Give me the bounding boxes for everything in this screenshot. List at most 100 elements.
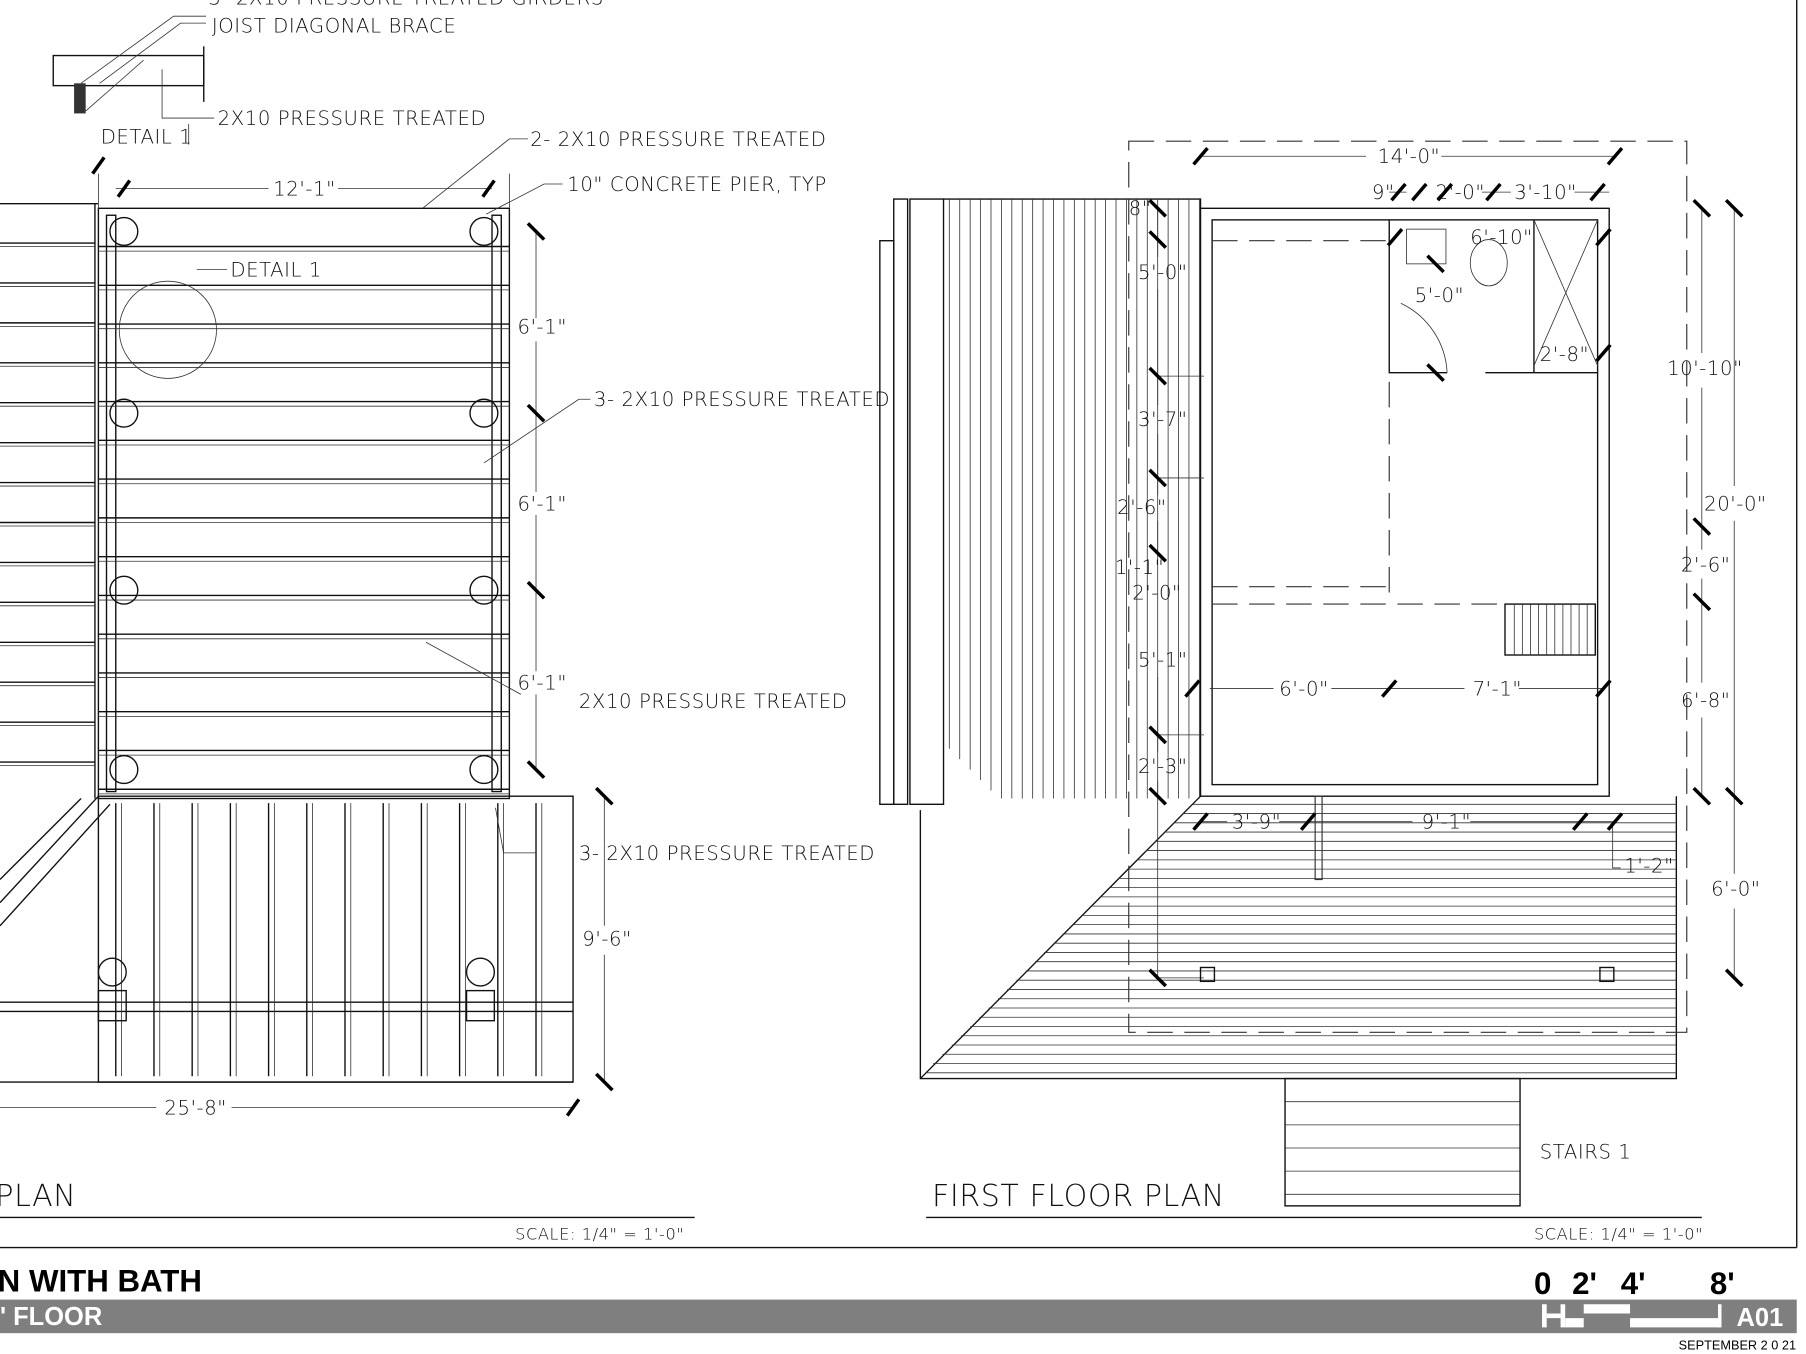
first-floor-dimensions: 14'-0" 9" 2'-0" 3'-10" 8" 6'-10" 5'-0" 5… [1115, 145, 1767, 901]
dim-tick [1192, 812, 1209, 831]
girders-note: 3- 2X10 PRESSURE TREATED GIRDERS [208, 0, 603, 10]
dim: 2'-6" [1681, 554, 1730, 577]
dim: 5'-1" [1138, 649, 1187, 672]
dim-tick [1386, 228, 1404, 247]
sheet-number: A01 [1737, 1304, 1784, 1332]
lower-deck-framing [0, 795, 574, 1083]
double-2x10-note: 2- 2X10 PRESSURE TREATED [530, 128, 826, 151]
diagonal-brace-note: JOIST DIAGONAL BRACE [212, 14, 456, 37]
dim: 6'-0" [1711, 878, 1760, 901]
detail-1-drawing [52, 15, 215, 119]
concrete-piers [97, 216, 499, 1022]
detail-callout: DETAIL 1 [230, 259, 322, 282]
detail-1-callout-circle [118, 280, 217, 379]
dim-tick [1692, 786, 1712, 806]
dim-deck-depth: 9'-6" [582, 927, 631, 950]
dim-overall: 25'-8" [164, 1096, 227, 1119]
dim-tick [1724, 968, 1744, 988]
dim-tick [1184, 679, 1201, 698]
pier-note: 10" CONCRETE PIER, TYP [567, 173, 827, 196]
dim-bay3: 6'-1" [517, 672, 566, 695]
triple-2x10-mid-note: 3- 2X10 PRESSURE TREATED [594, 388, 890, 411]
dim: 9" [1372, 181, 1395, 204]
dim: 1'-2" [1624, 855, 1673, 878]
project-title: N WITH BATH [0, 1264, 202, 1299]
dim-tick [1380, 679, 1398, 698]
dim: 5'-0" [1415, 284, 1464, 307]
porch-posts [1199, 966, 1615, 983]
dim: 3'-9" [1232, 811, 1281, 834]
dim-tick [1148, 366, 1168, 386]
dimension-ticks-left [91, 156, 614, 1117]
porch-deck-boards [926, 199, 1677, 1074]
roof-outline [1128, 140, 1688, 1033]
dim: 3'-7" [1138, 408, 1187, 431]
dim-tick [1589, 182, 1606, 202]
leader-lines [0, 123, 605, 1108]
dim-tick [1724, 786, 1744, 806]
scale-label: 0 [1534, 1266, 1551, 1301]
floor-joists [0, 202, 511, 927]
dim: 10'-10" [1667, 357, 1743, 380]
dim-tick [1692, 517, 1712, 536]
dim-tick [1148, 786, 1168, 806]
date: SEPTEMBER 2 0 21 [1679, 1337, 1796, 1352]
scale-label: 4' [1621, 1266, 1646, 1301]
dim-tick [1724, 198, 1744, 218]
dim-tick [1571, 812, 1589, 831]
dim-tick [1148, 230, 1168, 249]
detail-label: DETAIL 1 [101, 126, 193, 149]
dim: 7'-1" [1473, 678, 1522, 701]
dim-tick [1148, 968, 1168, 988]
first-floor-plan-scale: SCALE: 1/4" = 1'-0" [1534, 1224, 1703, 1243]
dim-tick [1485, 182, 1502, 202]
side-deck [879, 198, 1678, 1080]
dim-bay1: 6'-1" [517, 315, 566, 338]
scale-bar-labels: 0 2' 4' 8' [1534, 1266, 1735, 1301]
dim-tick [1299, 812, 1317, 831]
stairs-treads [1285, 604, 1588, 1195]
dim: 2'-3" [1138, 755, 1187, 778]
title-bar [0, 1299, 1797, 1334]
dim-tick [1426, 254, 1445, 274]
graphic-scale-bar [1542, 1304, 1722, 1328]
dim-tick [1148, 725, 1168, 745]
dim-tick [1595, 228, 1612, 247]
dim: 8" [1129, 197, 1152, 220]
dim-tick [1606, 147, 1624, 166]
scale-label: 2' [1572, 1266, 1597, 1301]
left-plan-scale: SCALE: 1/4" = 1'-0" [515, 1224, 684, 1243]
dim-tick [1148, 543, 1168, 563]
left-plan-title: PLAN [0, 1179, 76, 1214]
dim-tick [1192, 147, 1209, 166]
dim: 2'-6" [1117, 496, 1166, 519]
dim-tick [1411, 182, 1428, 202]
triple-2x10-low-note: 3- 2X10 PRESSURE TREATED [579, 842, 875, 865]
detail-2x10-note: 2X10 PRESSURE TREATED [218, 107, 487, 130]
dim-bay2: 6'-1" [517, 492, 566, 515]
dimension-ticks-right [1148, 147, 1744, 988]
dim-tick [1148, 198, 1168, 218]
stairs-1 [1284, 1077, 1521, 1207]
dim-tick [1692, 198, 1712, 218]
scale-label: 8' [1710, 1266, 1735, 1301]
dim: 6'-8" [1681, 689, 1730, 712]
stairs-label: STAIRS 1 [1540, 1140, 1632, 1163]
dim-tick [1595, 679, 1612, 698]
dim: 2'-0" [1132, 581, 1181, 604]
dim-tick [1606, 812, 1624, 831]
dim-tick [1692, 592, 1712, 612]
dim: 6'-0" [1279, 678, 1328, 701]
dim: 2'-0" [1436, 181, 1485, 204]
dim: 20'-0" [1704, 492, 1767, 515]
dim: 3'-10" [1514, 181, 1577, 204]
dim-tick [1390, 182, 1407, 202]
dim: 5'-0" [1138, 261, 1187, 284]
dim-tick [1436, 182, 1454, 202]
dim-tick [1148, 468, 1168, 488]
single-2x10-note: 2X10 PRESSURE TREATED [579, 690, 848, 713]
dim: 9'-1" [1422, 811, 1471, 834]
dimension-lines-right [1157, 155, 1735, 979]
